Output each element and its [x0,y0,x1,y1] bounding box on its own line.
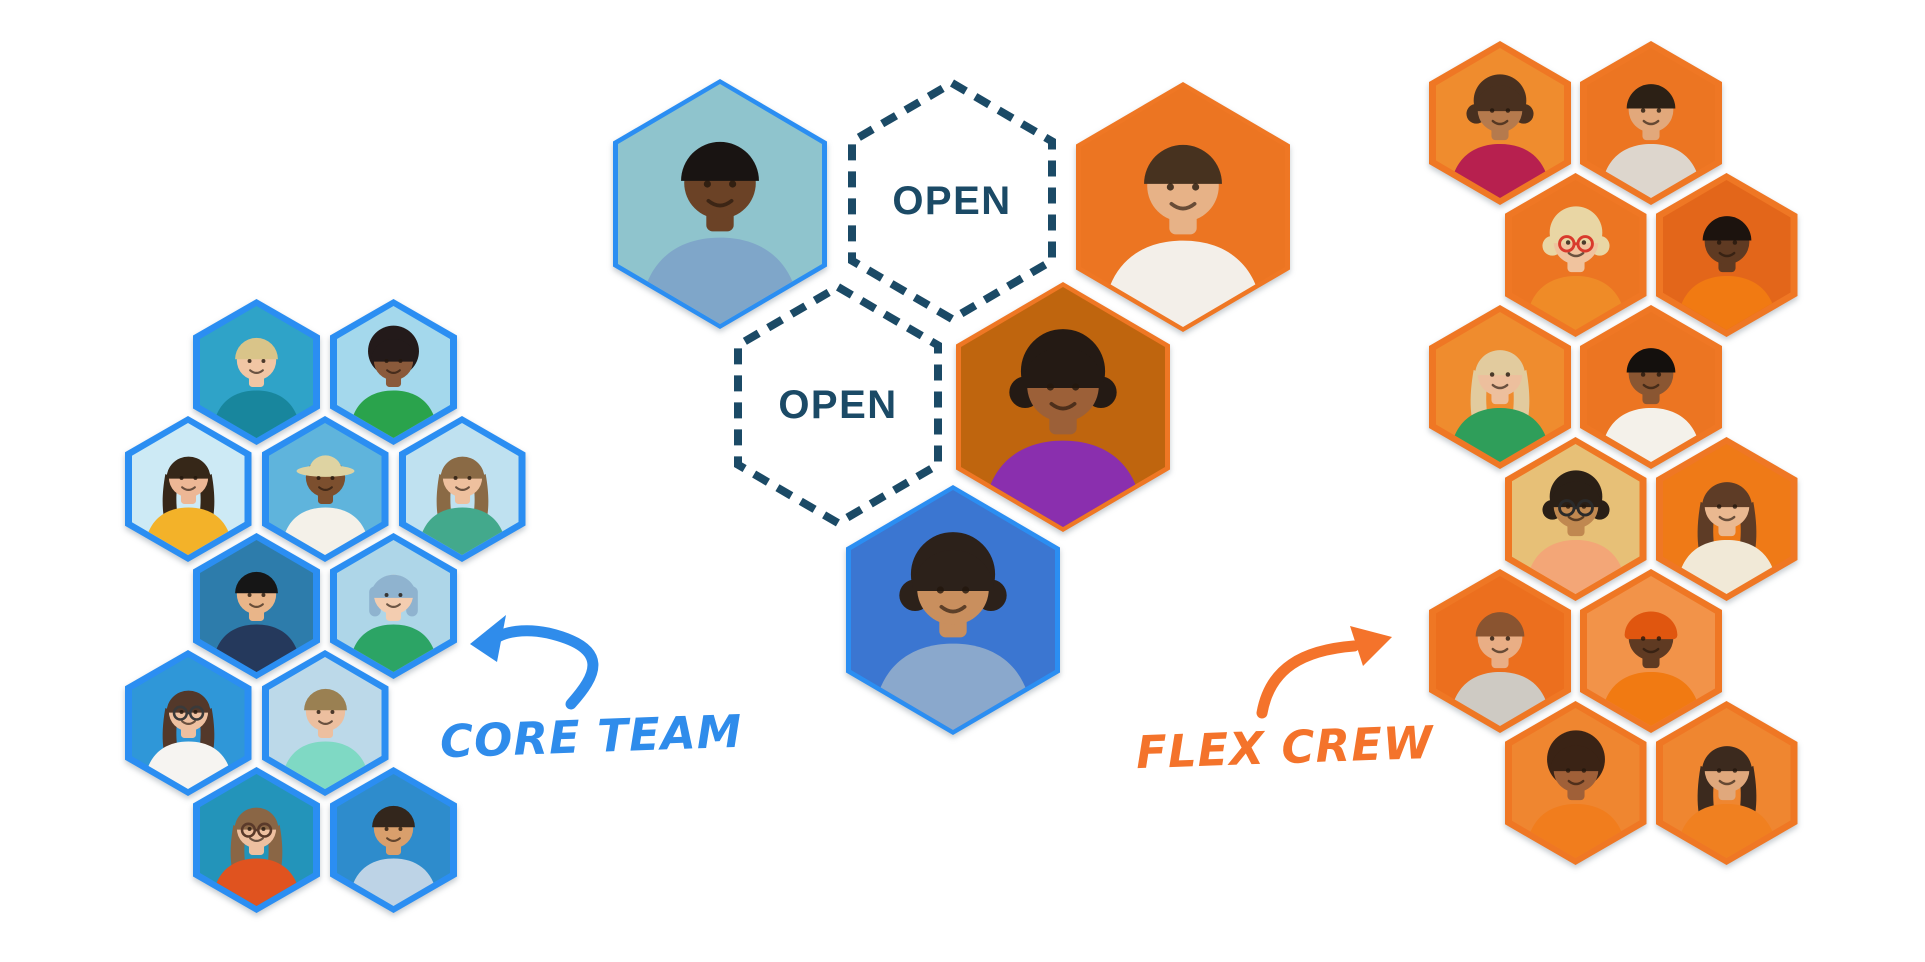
dashed-hexagon-outline [734,282,942,528]
center-member-hex [956,282,1170,532]
core-team-arrow-icon [470,615,599,710]
flex-crew-member-hex [1429,41,1571,205]
flex-crew-member-hex [1655,437,1798,601]
core-team-member-hex [330,533,457,679]
core-team-label: CORE TEAM [439,704,744,769]
member-photo [268,423,382,555]
flex-crew-member-hex [1580,41,1722,205]
core-team-member-hex [193,767,320,913]
person-avatar [268,423,382,555]
flex-crew-member-hex [1504,437,1647,601]
member-photo [1587,576,1715,726]
core-team-member-hex [193,533,320,679]
member-photo [1587,48,1715,198]
member-photo [1662,444,1791,594]
open-slot-hex: OPEN [845,76,1059,326]
dashed-hexagon-outline [848,78,1056,324]
center-member-hex [1076,82,1290,332]
member-photo [618,84,822,324]
flex-crew-arrow-icon [1256,626,1392,719]
flex-crew-member-hex [1655,173,1798,337]
open-slot-hex: OPEN [731,280,945,530]
core-team-member-hex [261,650,389,796]
member-photo [851,490,1055,730]
flex-crew-member-hex [1655,701,1798,865]
flex-crew-member-hex [1429,569,1571,733]
core-team-member-hex [124,650,252,796]
flex-crew-member-hex [1504,173,1647,337]
person-avatar [1436,312,1564,462]
flex-crew-member-hex [1580,569,1722,733]
center-member-hex [846,485,1060,735]
open-label: OPEN [778,382,898,427]
person-avatar [618,84,822,324]
person-avatar [1587,576,1715,726]
flex-crew-label: FLEX CREW [1135,715,1435,780]
core-team-member-hex [330,767,457,913]
core-team-member-hex [193,299,320,445]
core-team-member-hex [261,416,389,562]
center-member-hex [613,79,827,329]
flex-crew-member-hex [1580,305,1722,469]
core-team-member-hex [398,416,526,562]
core-team-member-hex [330,299,457,445]
flex-crew-member-hex [1504,701,1647,865]
flex-crew-member-hex [1429,305,1571,469]
member-photo [1436,312,1564,462]
core-team-member-hex [124,416,252,562]
person-avatar [1662,444,1791,594]
person-avatar [851,490,1055,730]
person-avatar [1587,48,1715,198]
open-label: OPEN [892,178,1012,223]
